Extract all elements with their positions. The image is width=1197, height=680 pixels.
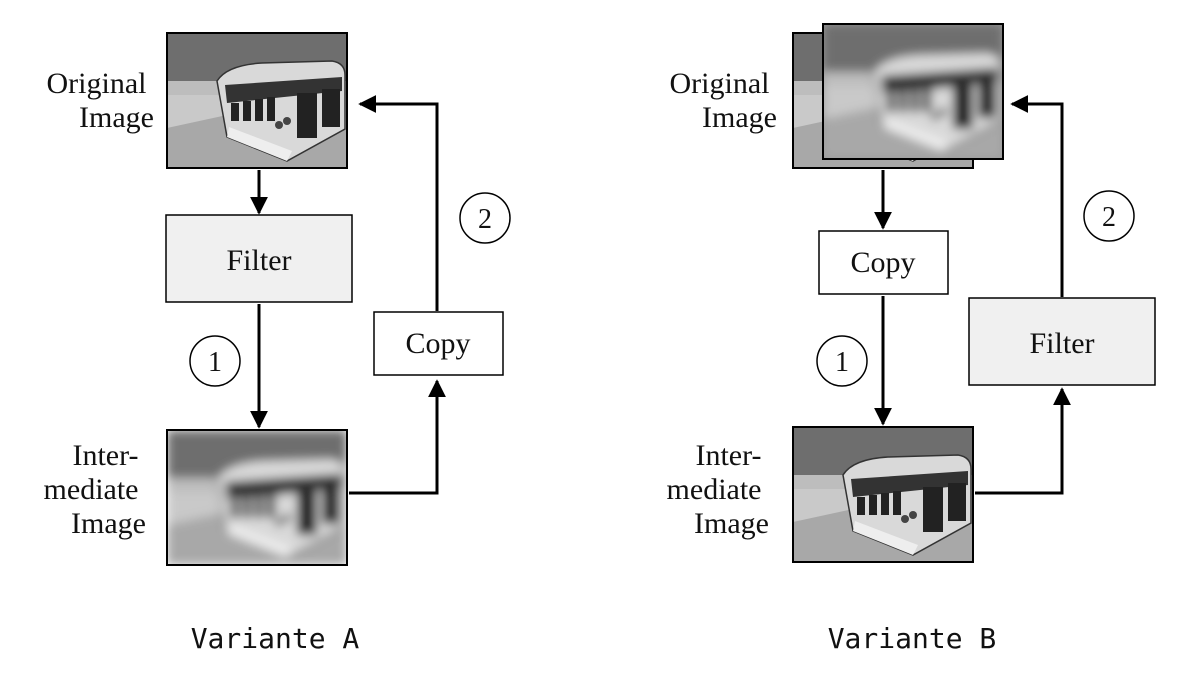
step-1-label-b: 1	[835, 347, 849, 378]
step-2-badge-b	[1083, 190, 1135, 242]
variant-a: Original Image Filter 1 Inter- mediate I…	[44, 32, 511, 655]
original-image-b-front	[822, 23, 1004, 160]
arrow-filter-to-original-b	[1010, 95, 1064, 297]
variant-b: Original Image Copy 1 Inter- mediate Ima…	[667, 23, 1156, 655]
arrow-intermediate-to-copy-a	[349, 379, 446, 495]
copy-box-b	[818, 230, 949, 295]
step-2-badge-a	[459, 192, 511, 244]
filter-label-a: Filter	[227, 244, 292, 277]
filter-box-a	[165, 214, 353, 303]
caption-variante-b: Variante B	[828, 622, 997, 655]
original-image-a	[166, 32, 348, 169]
step-1-badge-a	[189, 335, 241, 387]
arrow-intermediate-to-filter-b	[975, 387, 1071, 495]
intermediate-image-a	[166, 429, 348, 566]
copy-box-a	[373, 311, 504, 376]
step-1-badge-b	[816, 335, 868, 387]
intermediate-image-label-b: Inter- mediate Image	[667, 439, 769, 540]
step-1-label-a: 1	[208, 347, 222, 378]
original-image-label-b: Original Image	[670, 67, 777, 134]
copy-label-b: Copy	[850, 246, 915, 279]
caption-variante-a: Variante A	[191, 622, 360, 655]
arrow-copy-to-original-a	[358, 95, 439, 311]
original-image-label-a: Original Image	[47, 67, 154, 134]
step-2-label-b: 2	[1102, 202, 1116, 233]
intermediate-image-b	[792, 426, 974, 563]
filter-box-b	[968, 297, 1156, 386]
filter-label-b: Filter	[1030, 327, 1095, 360]
copy-label-a: Copy	[405, 327, 470, 360]
intermediate-image-label-a: Inter- mediate Image	[44, 439, 146, 540]
step-2-label-a: 2	[478, 204, 492, 235]
